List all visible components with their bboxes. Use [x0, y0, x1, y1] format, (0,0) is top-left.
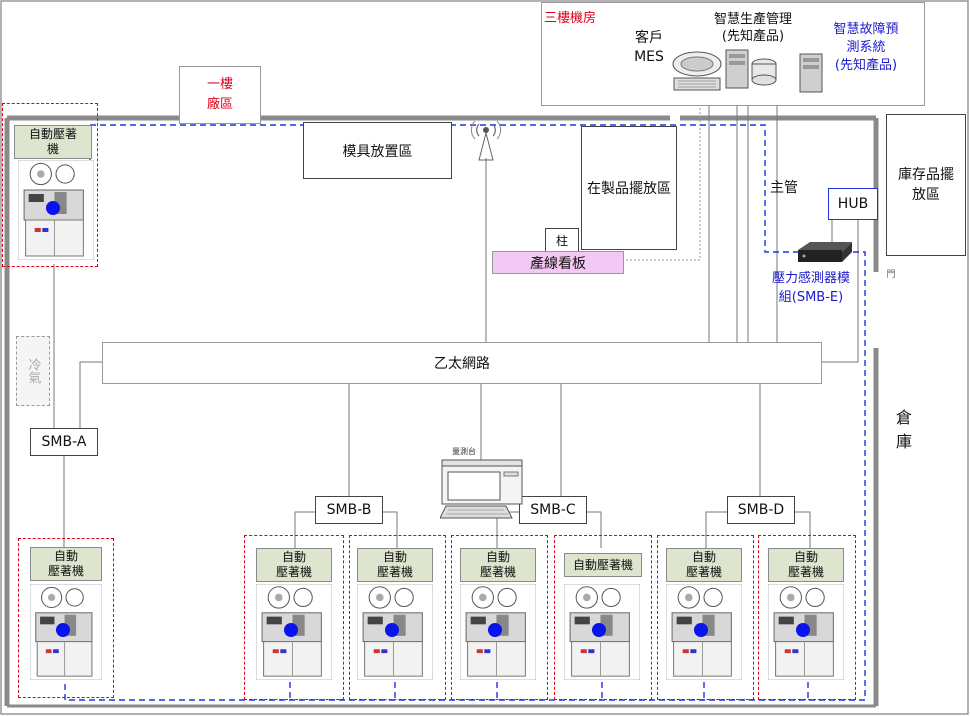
board-dotted-line: [624, 100, 701, 261]
pressure-sensor-dot: [283, 623, 298, 638]
mold-area: 模具放置區: [303, 122, 452, 179]
machine-zone: [349, 535, 446, 700]
sensor-loop-top: [64, 124, 866, 701]
machine-label: 自動 壓著機: [666, 548, 742, 582]
pressure-sensor-dot: [56, 623, 71, 638]
hub-to-eth: [822, 220, 859, 363]
machine-zone: [18, 538, 114, 698]
pillar: 柱: [545, 228, 579, 252]
cooling-unit: 冷氣: [16, 336, 50, 406]
fault-prediction-server-icon: [799, 53, 823, 93]
machine-label: 自動 壓著機: [768, 548, 844, 582]
server-room-title: 三樓機房: [544, 10, 597, 26]
machine-zone: [554, 535, 652, 700]
factory-area-label: 一樓 廠區: [179, 66, 261, 124]
wip-area: 在製品擺放區: [581, 126, 677, 250]
machine-label: 自動 壓著機: [357, 548, 433, 582]
machine-zone: [244, 535, 344, 700]
crimping-machine-image[interactable]: [17, 159, 95, 261]
smb-d-right: [795, 511, 811, 548]
pressure-sensor-dot: [384, 623, 399, 638]
machine-label: 自動 壓著機: [30, 547, 102, 581]
smb-d-left: [705, 511, 727, 548]
wireless-antenna-icon: [470, 120, 502, 161]
smb-c[interactable]: SMB-C: [519, 496, 587, 524]
mes-terminal-icon: [672, 51, 722, 91]
machine-label: 自動壓著 機: [14, 125, 92, 159]
machine-zone: [758, 535, 856, 700]
machine-label: 自動 壓著機: [256, 548, 332, 582]
smb-d[interactable]: SMB-D: [727, 496, 795, 524]
warehouse-label: 倉 庫: [895, 408, 912, 451]
main-pipe-label: 主管: [770, 180, 798, 196]
ethernet-bus: 乙太網路: [102, 342, 822, 384]
production-server-icon: [725, 49, 777, 89]
smart-production-label: 智慧生產管理 (先知產品): [713, 12, 792, 44]
smb-b[interactable]: SMB-B: [315, 496, 383, 524]
cooling-label: 冷氣: [25, 358, 41, 384]
smb-a[interactable]: SMB-A: [30, 428, 98, 456]
eth-to-smb-a: [79, 361, 102, 428]
pressure-sensor-dot: [487, 623, 502, 638]
machine-zone: [2, 103, 98, 267]
workstation-label: 量測台: [452, 446, 476, 456]
machine-label: 自動壓著機: [564, 553, 642, 577]
inventory-area: 庫存品擺 放區: [886, 114, 966, 256]
machine-label: 自動 壓著機: [460, 548, 536, 582]
pressure-sensor-module-icon: [798, 242, 852, 262]
hub[interactable]: HUB: [828, 188, 878, 220]
line-board[interactable]: 產線看板: [492, 251, 624, 274]
pressure-sensor-dot: [795, 623, 810, 638]
pressure-sensor-dot: [591, 623, 606, 638]
door-label: 門: [886, 269, 896, 280]
smb-c-right: [587, 511, 602, 548]
measurement-workstation-icon[interactable]: [440, 458, 524, 520]
smb-b-right: [383, 511, 398, 548]
smb-b-left: [294, 511, 315, 548]
fault-prediction-label: 智慧故障預 測系統 (先知產品): [833, 22, 899, 73]
machine-zone: [657, 535, 754, 700]
machine-zone: [451, 535, 548, 700]
pressure-module-label: 壓力感測器模 組(SMB-E): [771, 271, 850, 305]
pressure-sensor-dot: [693, 623, 708, 638]
pressure-sensor-dot: [45, 201, 60, 215]
mes-label: 客戶 MES: [634, 30, 664, 65]
